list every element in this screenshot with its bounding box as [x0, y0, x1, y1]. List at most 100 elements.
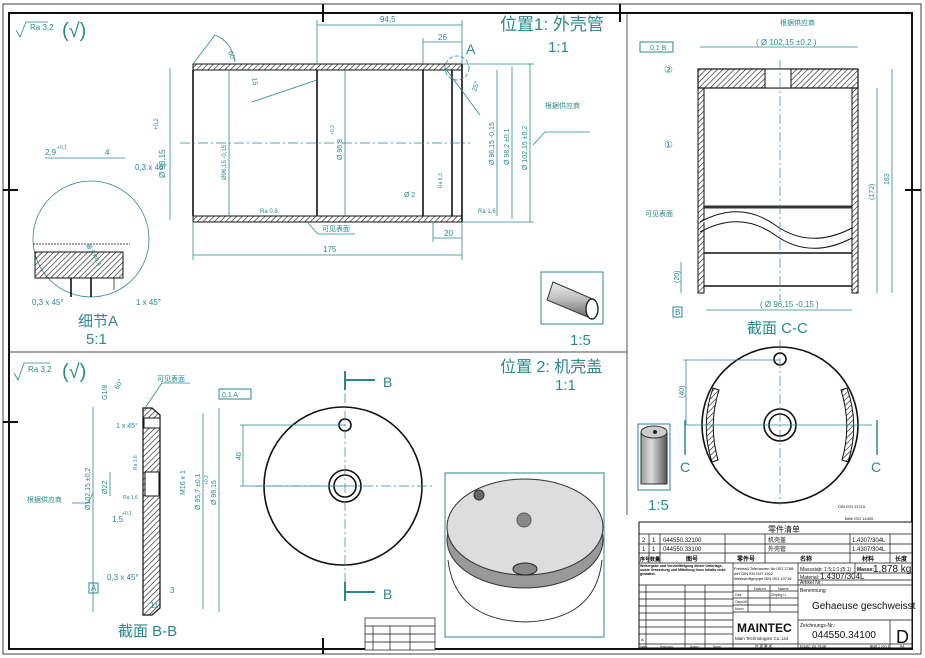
drawing-label: 机壳盖	[768, 536, 786, 544]
drawing-label: 可见表面	[157, 374, 185, 383]
cover-iso-view	[444, 472, 605, 638]
drawing-label: 15	[250, 77, 258, 86]
drawing-label: Ra 6,3	[438, 173, 444, 188]
datum-b: B	[675, 308, 680, 317]
note-supplier: 根据供应商	[545, 101, 580, 110]
drawing-label: 名称	[800, 555, 812, 563]
drawing-label: Masse:	[857, 567, 874, 573]
note-visible-surface: 可见表面	[322, 224, 350, 233]
drawing-label: A	[641, 637, 644, 642]
detail-a-scale: 5:1	[86, 331, 107, 348]
runout-tolerance-b: 0,1 B	[650, 45, 667, 52]
drawing-label: 长度	[895, 555, 908, 563]
mass-value: 1,878 kg	[873, 564, 911, 575]
drawing-label: Ø 98,2 ±0,1	[504, 128, 511, 165]
drawing-label: DIN ISO 13715	[838, 504, 866, 509]
drawing-label: 根据供应商	[780, 18, 815, 27]
drawing-label: 044550.32100	[663, 538, 702, 544]
drawing-label: 2,9	[45, 148, 57, 157]
drawing-label: Änderung	[660, 645, 673, 649]
section-bb-title: 截面 B-B	[118, 623, 177, 640]
section-mark-c-right: C	[871, 459, 881, 475]
surface-finish-paren: (√)	[62, 20, 86, 42]
surface-finish-symbol-2: Ra 3,2 (√)	[13, 361, 86, 383]
drawing-label: (40)	[679, 386, 686, 398]
revision-table: A Index Änderung Datum Name	[639, 585, 733, 649]
drawing-label: 60°	[113, 378, 125, 391]
view2-scale: 1:1	[555, 377, 576, 394]
drawing-label: ( Ø 96,15 -0,15 )	[760, 300, 819, 309]
drawing-label: Zhiying Li	[771, 593, 786, 597]
drawing-label: Name	[778, 586, 789, 591]
balloon-2: ②	[664, 65, 673, 76]
drawing-label: 根据供应商	[27, 495, 62, 504]
drawing-label: Ø 98,15	[211, 480, 218, 505]
drawing-number: 044550.34100	[812, 630, 876, 641]
drawing-label: 40	[236, 452, 243, 460]
drawing-label: 1.4307/304L	[852, 538, 886, 544]
section-mark-c-left: C	[680, 459, 690, 475]
designation: Gehaeuse geschweisst	[812, 601, 916, 612]
section-bb: Ø102,15 ±0,2 Ø 95,7 ±0,1 Ø 98,15 +0,2 Ø2…	[27, 374, 252, 640]
drawing-label: 94,5	[380, 15, 396, 24]
drawing-label: Ra 1,6	[133, 455, 139, 470]
drawing-label: 3	[170, 586, 175, 595]
drawing-label: 可见表面	[645, 209, 673, 218]
drawing-label: 零件号	[736, 555, 755, 563]
drawing-label: 2	[642, 538, 646, 544]
drawing-label: 数量	[650, 556, 660, 563]
assembly-bottom-view: (40) C C	[679, 340, 881, 505]
drawing-label: Ra 3,2	[28, 365, 52, 374]
drawing-label: Ø 2	[404, 192, 415, 199]
detail-a-title: 细节A	[78, 313, 118, 330]
drawing-label: Ø 96,15 -0,15	[489, 122, 496, 165]
stamp-table-small	[364, 617, 436, 651]
drawing-label: 175	[323, 245, 337, 254]
drawing-label: 20	[444, 229, 453, 238]
center-marks	[3, 4, 921, 654]
parts-header: 序号数量 图号零件号 名称材料 长度	[639, 555, 908, 563]
approval-table: Datum Name Gez. Zhiying Li Geprüft Norm	[733, 585, 798, 613]
drawing-label: 4	[105, 148, 110, 157]
drawing-label: 1.4307/304L	[852, 547, 886, 553]
drawing-label: Zeichnungs-Nr.:	[800, 623, 835, 629]
drawing-label: 图号	[686, 555, 698, 563]
drawing-label: +0,2	[204, 475, 210, 485]
drawing-label: Ø96,15 -0,15	[222, 144, 228, 180]
drawing-label: (20)	[674, 271, 681, 283]
section-mark-b-top: B	[383, 374, 392, 390]
tube-dimensions: 94,5 26 A 175 20 60° 15 25° Ø 98,15 +0,2…	[154, 15, 590, 260]
drawing-label: +0,2	[154, 117, 160, 130]
drawing-label: Bitte ISO 14405	[845, 516, 874, 521]
drawing-label: M16 x 1	[180, 470, 187, 495]
drawing-label: 183	[884, 173, 891, 185]
detail-a: 2,9 +0,1 4 0,3 x 45° 0,3 x 45° 1 x 45° 最…	[32, 145, 167, 348]
drawing-label: Ø 95,7 ±0,1	[195, 473, 202, 510]
view1-title: 位置1: 外壳管	[500, 15, 604, 34]
assembly-iso-view: 1:5	[637, 423, 671, 514]
drawing-label: Datum	[754, 586, 766, 591]
drawing-label: G1/8	[102, 385, 109, 400]
drawing-label: 11	[150, 601, 159, 610]
drawing-label: 26	[438, 33, 447, 42]
drawing-label: 1,5	[112, 515, 124, 524]
drawing-label: A4	[900, 645, 904, 649]
revision-letter: D	[896, 627, 909, 647]
view1-scale: 1:1	[548, 39, 569, 56]
detail-a-marker: A	[466, 41, 476, 57]
drawing-label: Index	[640, 645, 648, 649]
drawing-label: 0,3 x 45°	[135, 163, 167, 172]
drawing-label: 外 观 要 求	[755, 644, 772, 649]
section-cc: ( Ø 102,15 ±0,2 ) 根据供应商 0,1 B ( Ø 96,15 …	[639, 18, 893, 337]
drawing-label: 材料	[861, 555, 874, 563]
drawing-label: 044550.33100	[663, 547, 702, 553]
drawing-label: Ø22	[102, 481, 109, 494]
drawing-label: Gez.	[735, 593, 742, 597]
drawing-label: Ø 96,8	[337, 139, 344, 160]
drawing-label: Artikel Nr.:	[800, 580, 823, 586]
drawing-label: Benennung:	[800, 588, 827, 594]
drawing-label: +0,1	[122, 511, 132, 517]
tube-drawing	[180, 55, 470, 223]
